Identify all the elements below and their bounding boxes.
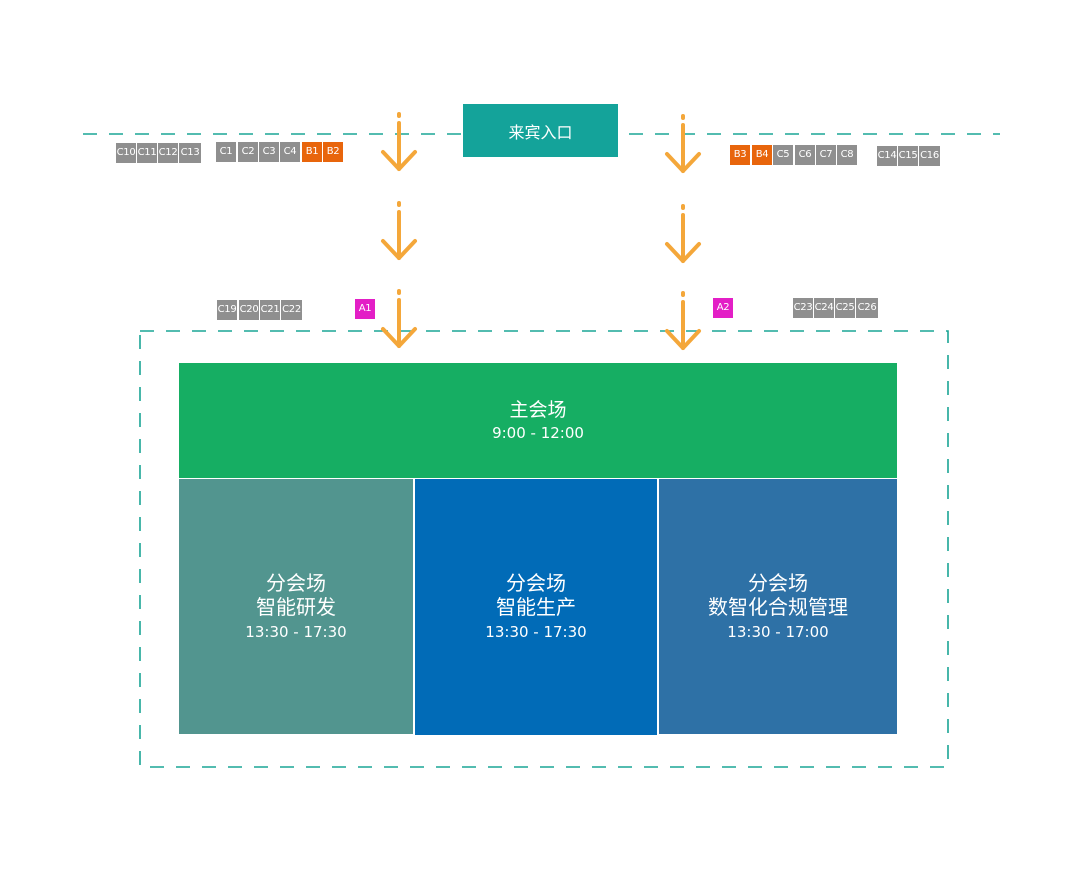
- booth-b3: B3: [730, 145, 750, 165]
- booth-c19: C19: [217, 300, 237, 320]
- booth-c3: C3: [259, 142, 279, 162]
- booth-c2: C2: [238, 142, 258, 162]
- arrow-down-icon: [381, 289, 417, 348]
- booth-b2: B2: [323, 142, 343, 162]
- booth-c4: C4: [280, 142, 300, 162]
- booth-c8: C8: [837, 145, 857, 165]
- booth-b4: B4: [752, 145, 772, 165]
- sub-hall-compliance: 分会场 数智化合规管理 13:30 - 17:00: [659, 479, 897, 734]
- booth-b1: B1: [302, 142, 322, 162]
- booth-c16: C16: [919, 146, 940, 166]
- booth-c13: C13: [179, 143, 201, 163]
- booth-c1: C1: [216, 142, 236, 162]
- booth-c25: C25: [835, 298, 855, 318]
- arrow-down-icon: [665, 114, 701, 173]
- venue-dashed-boundary: [139, 330, 949, 768]
- booth-c5: C5: [773, 145, 793, 165]
- arrow-down-icon: [381, 201, 417, 260]
- booth-c11: C11: [137, 143, 157, 163]
- sub-hall-production-name: 分会场: [506, 571, 566, 595]
- main-hall: 主会场 9:00 - 12:00: [179, 363, 897, 478]
- booth-c7: C7: [816, 145, 836, 165]
- booth-c23: C23: [793, 298, 813, 318]
- booth-c6: C6: [795, 145, 815, 165]
- booth-a2: A2: [713, 298, 733, 318]
- entrance-label: 来宾入口: [463, 104, 618, 157]
- booth-c20: C20: [239, 300, 259, 320]
- booth-c15: C15: [898, 146, 918, 166]
- booth-c10: C10: [116, 143, 136, 163]
- sub-hall-rnd-time: 13:30 - 17:30: [245, 622, 347, 641]
- sub-hall-rnd: 分会场 智能研发 13:30 - 17:30: [179, 479, 413, 734]
- sub-hall-rnd-topic: 智能研发: [256, 594, 336, 619]
- sub-hall-production: 分会场 智能生产 13:30 - 17:30: [415, 479, 657, 735]
- booth-c21: C21: [260, 300, 280, 320]
- sub-hall-compliance-name: 分会场: [748, 570, 808, 595]
- sub-hall-compliance-topic: 数智化合规管理: [708, 594, 848, 619]
- booth-c14: C14: [877, 146, 897, 166]
- booth-c22: C22: [281, 300, 302, 320]
- booth-c24: C24: [814, 298, 834, 318]
- booth-c26: C26: [856, 298, 878, 318]
- sub-hall-compliance-time: 13:30 - 17:00: [727, 622, 829, 641]
- sub-hall-rnd-name: 分会场: [266, 570, 326, 595]
- sub-hall-production-topic: 智能生产: [496, 595, 576, 619]
- arrow-group: [381, 112, 701, 350]
- main-hall-time: 9:00 - 12:00: [492, 423, 584, 442]
- booth-a1: A1: [355, 299, 375, 319]
- sub-hall-production-time: 13:30 - 17:30: [485, 623, 587, 641]
- main-hall-name: 主会场: [509, 398, 567, 421]
- booth-c12: C12: [158, 143, 178, 163]
- arrow-down-icon: [381, 112, 417, 171]
- arrow-down-icon: [665, 291, 701, 350]
- arrow-down-icon: [665, 204, 701, 263]
